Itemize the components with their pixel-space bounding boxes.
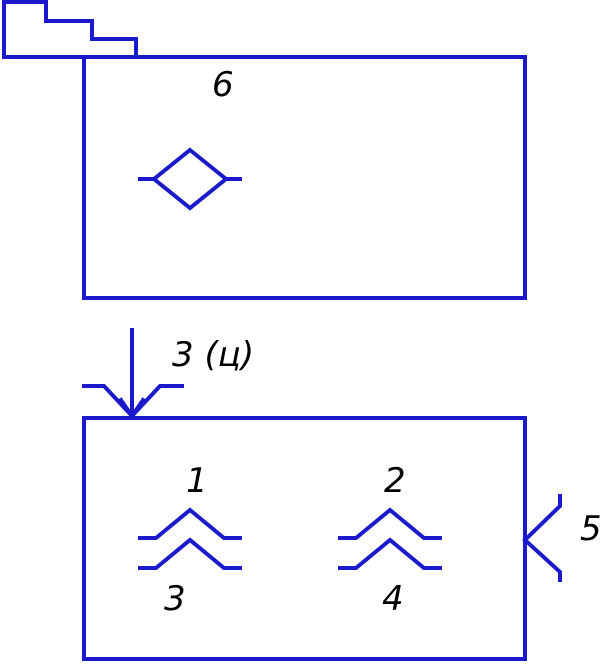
label-arrow: 3 (ц)	[172, 335, 254, 375]
label-block-6: 6	[212, 65, 234, 105]
label-symbol-1-top: 1	[186, 461, 208, 501]
top-block-frame	[82, 55, 527, 300]
label-symbol-2-bottom: 4	[382, 579, 404, 619]
label-side-5: 5	[580, 509, 602, 549]
arrow-symbol	[82, 328, 184, 420]
label-symbol-1-bottom: 3	[164, 579, 186, 619]
double-chevron-symbol-1	[138, 507, 242, 570]
stepped-tab-symbol	[2, 0, 138, 59]
side-bracket-symbol	[522, 494, 562, 582]
double-chevron-symbol-2	[338, 507, 442, 570]
diamond-symbol	[138, 147, 242, 211]
label-symbol-2-top: 2	[384, 461, 406, 501]
